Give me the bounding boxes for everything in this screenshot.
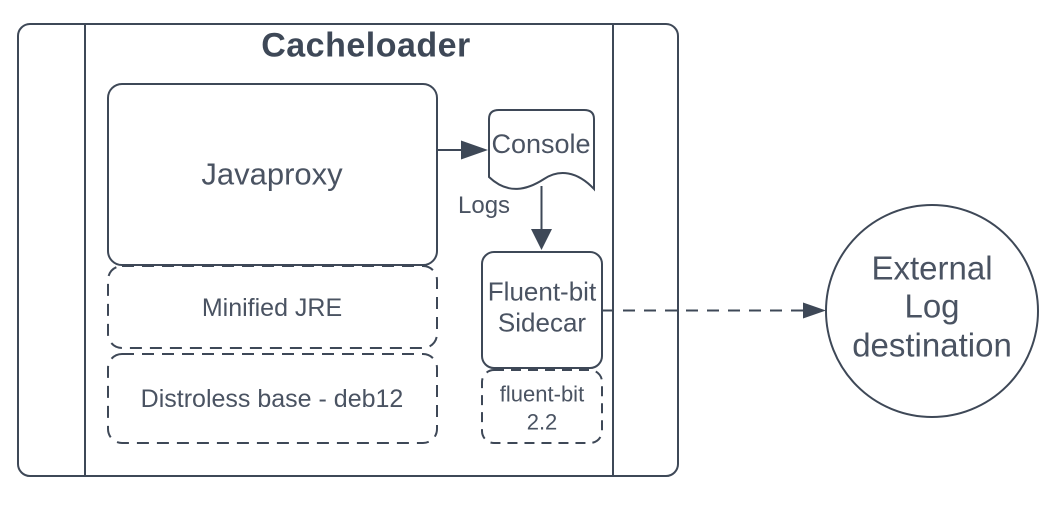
logs-edge-label: Logs: [458, 192, 511, 219]
javaproxy-label: Javaproxy: [201, 156, 343, 192]
arrow-fluentbit-to-external-icon: [602, 302, 826, 319]
console-label: Console: [491, 128, 591, 159]
arrow-console-to-fluentbit-icon: [531, 186, 552, 250]
fluentbit-sidecar-label: Fluent-bit Sidecar: [487, 276, 597, 337]
external-log-destination-label: External Log destination: [852, 249, 1012, 364]
minified-jre-shape: [107, 265, 438, 349]
external-log-destination-shape: [825, 204, 1039, 418]
arrow-javaproxy-to-console-icon: [437, 140, 488, 160]
fluentbit-version-label: fluent-bit 2.2: [499, 381, 585, 435]
distroless-base-shape: [107, 353, 438, 444]
cacheloader-title: Cacheloader: [261, 26, 471, 65]
fluentbit-version-shape: [481, 369, 603, 444]
minified-jre-label: Minified JRE: [201, 294, 343, 322]
distroless-base-label: Distroless base - deb12: [140, 385, 404, 413]
console-document-shape: [488, 109, 595, 192]
